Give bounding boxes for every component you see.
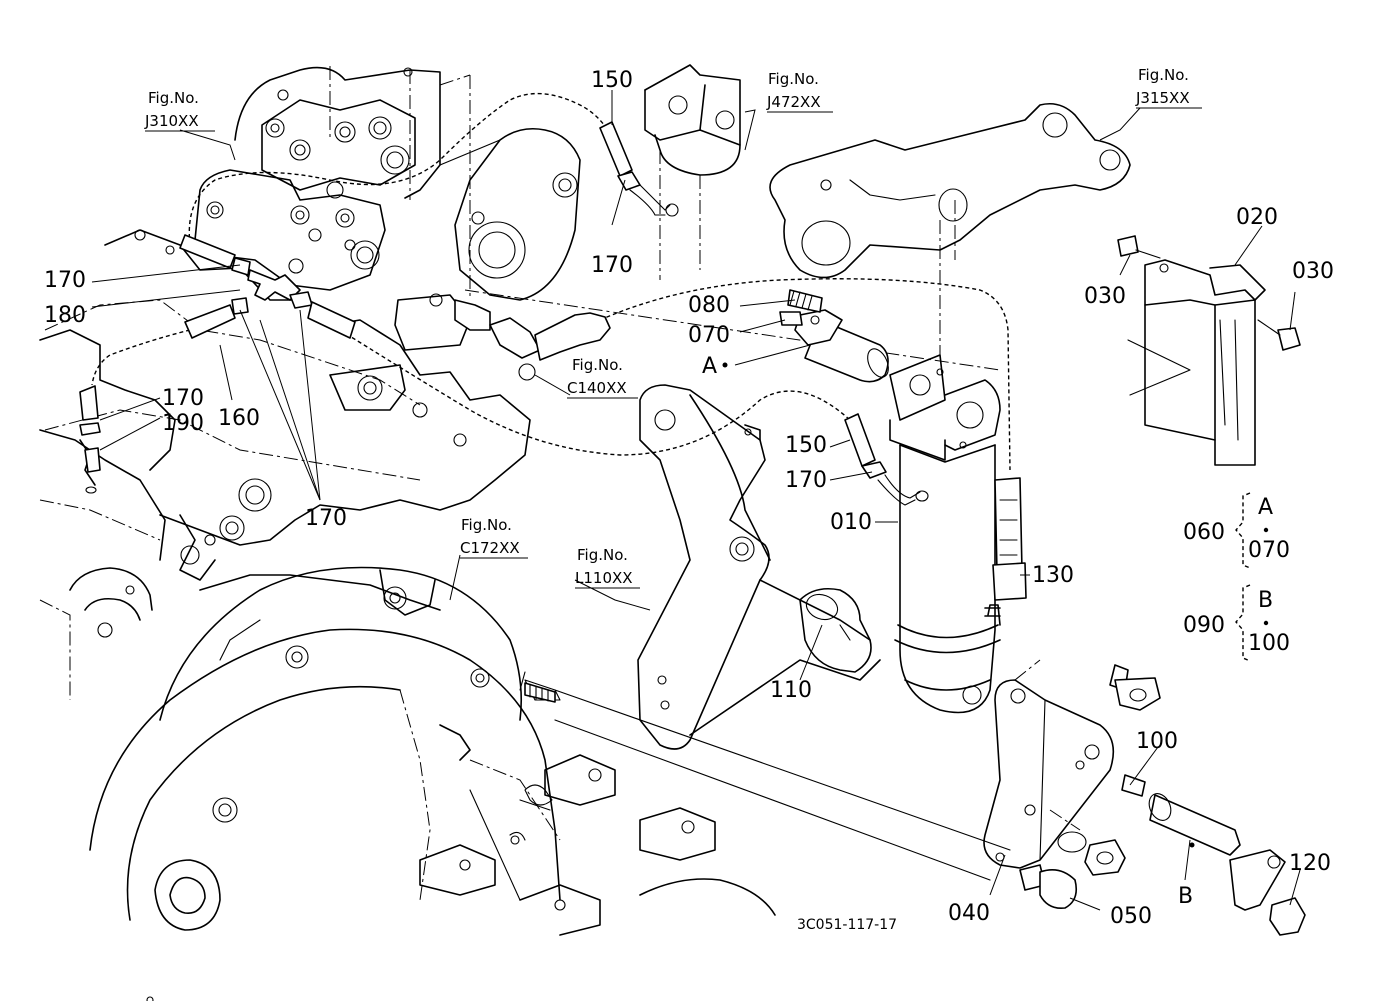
figure-ref-code: C172XX [460, 539, 520, 557]
figure-references: Fig.No. J310XX Fig.No. J472XX Fig.No. J3… [144, 66, 1202, 589]
figure-ref-code: J472XX [766, 93, 821, 111]
part-label-030: 030 [1084, 284, 1126, 309]
figure-ref-c172: Fig.No. C172XX [460, 516, 528, 559]
crossbar-frame-drawing [419, 671, 1011, 936]
figure-ref-j310: Fig.No. J310XX [144, 89, 215, 132]
hydraulic-pipes-drawing [91, 92, 1011, 471]
part-label-170: 170 [162, 386, 204, 411]
part-label-020: 020 [1236, 205, 1278, 230]
bracket-j472-drawing [644, 64, 741, 280]
valve-block-drawing [194, 66, 581, 301]
lift-arm-drawing [637, 384, 881, 750]
figure-ref-code: C140XX [567, 379, 627, 397]
part-label-010: 010 [830, 510, 872, 535]
part-label-150: 150 [785, 433, 827, 458]
set-part-090: 090 [1183, 613, 1225, 638]
bolts-030-drawing [1117, 235, 1301, 351]
part-label-130: 130 [1032, 563, 1074, 588]
linework [39, 64, 1306, 1001]
point-label-a: A [702, 354, 717, 379]
set-letter-b: B [1258, 588, 1273, 613]
part-labels: 150 170 170 180 170 190 160 170 080 070 … [44, 68, 1334, 929]
point-label-b: B [1178, 884, 1193, 909]
rear-case-drawing [89, 566, 561, 1001]
part-label-150: 150 [591, 68, 633, 93]
set-sub-070: 070 [1248, 538, 1290, 563]
pin-a-drawing [779, 289, 889, 383]
lift-cylinder-drawing [889, 220, 1001, 714]
drawing-number: 3C051-117-17 [797, 917, 897, 933]
set-legend-a: 060 A 070 [1183, 492, 1290, 569]
figure-ref-code: L110XX [575, 569, 633, 587]
part-label-030: 030 [1292, 259, 1334, 284]
figure-ref-code: J310XX [144, 112, 199, 130]
part-label-190: 190 [162, 411, 204, 436]
part-label-080: 080 [688, 293, 730, 318]
part-label-170: 170 [44, 268, 86, 293]
set-legend-b: 090 B 100 [1183, 584, 1290, 662]
part-label-160: 160 [218, 406, 260, 431]
part-label-100: 100 [1136, 729, 1178, 754]
figure-ref-l110: Fig.No. L110XX [575, 546, 640, 589]
lift-arm-j315-drawing [769, 102, 1131, 279]
figure-ref-heading: Fig.No. [577, 546, 628, 564]
stud-drawing [524, 682, 556, 703]
figure-ref-c140: Fig.No. C140XX [567, 356, 638, 399]
part-label-170: 170 [591, 253, 633, 278]
figure-ref-heading: Fig.No. [572, 356, 623, 374]
part-label-170: 170 [305, 506, 347, 531]
set-letter-a: A [1258, 495, 1273, 520]
part-label-180: 180 [44, 303, 86, 328]
part-label-120: 120 [1289, 851, 1331, 876]
part-label-070: 070 [688, 323, 730, 348]
set-sub-100: 100 [1248, 631, 1290, 656]
set-part-060: 060 [1183, 520, 1225, 545]
part-label-050: 050 [1110, 904, 1152, 929]
part-label-110: 110 [770, 678, 812, 703]
cover-plate-drawing [1127, 259, 1266, 466]
pin-b-drawing [1019, 664, 1306, 936]
part-label-040: 040 [948, 901, 990, 926]
leader-lines [91, 90, 1301, 911]
fittings-drawing [79, 121, 1027, 601]
figure-ref-code: J315XX [1135, 89, 1190, 107]
figure-ref-j472: Fig.No. J472XX [766, 70, 833, 113]
figure-ref-heading: Fig.No. [461, 516, 512, 534]
part-label-170: 170 [785, 468, 827, 493]
figure-ref-heading: Fig.No. [148, 89, 199, 107]
figure-ref-j315: Fig.No. J315XX [1135, 66, 1202, 109]
figure-ref-heading: Fig.No. [768, 70, 819, 88]
lever-plate-drawing [983, 659, 1115, 869]
figure-ref-heading: Fig.No. [1138, 66, 1189, 84]
set-legend: 060 A 070 090 B 100 [1183, 492, 1290, 662]
